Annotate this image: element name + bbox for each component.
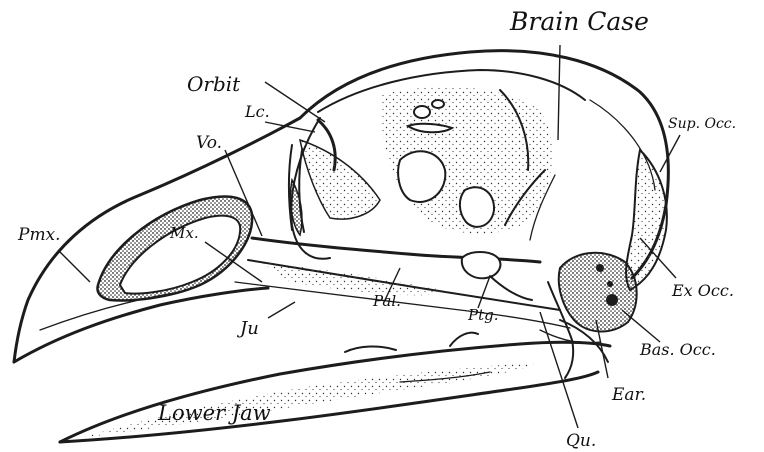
cranial-foramina [380, 87, 555, 240]
label-vo: Vo. [196, 133, 222, 153]
label-bas-occ: Bas. Occ. [639, 340, 716, 359]
label-qu: Qu. [566, 431, 596, 451]
label-orbit: Orbit [187, 72, 241, 96]
label-lower-jaw: Lower Jaw [157, 401, 271, 425]
label-lc: Lc. [244, 102, 270, 121]
label-ptg: Ptg. [467, 306, 499, 324]
label-pal: Pal. [372, 292, 401, 310]
orbit-region [289, 118, 380, 259]
label-mx: Mx. [169, 224, 199, 242]
label-brain-case: Brain Case [509, 7, 649, 36]
lower-jaw [60, 333, 610, 442]
label-sup-occ: Sup. Occ. [668, 116, 736, 132]
ear-quadrate-region [540, 253, 637, 378]
label-ear: Ear. [611, 385, 646, 405]
label-ju: Ju [236, 318, 259, 339]
palatal-region [235, 238, 570, 328]
label-pmx: Pmx. [17, 225, 61, 245]
label-ex-occ: Ex Occ. [671, 281, 734, 300]
